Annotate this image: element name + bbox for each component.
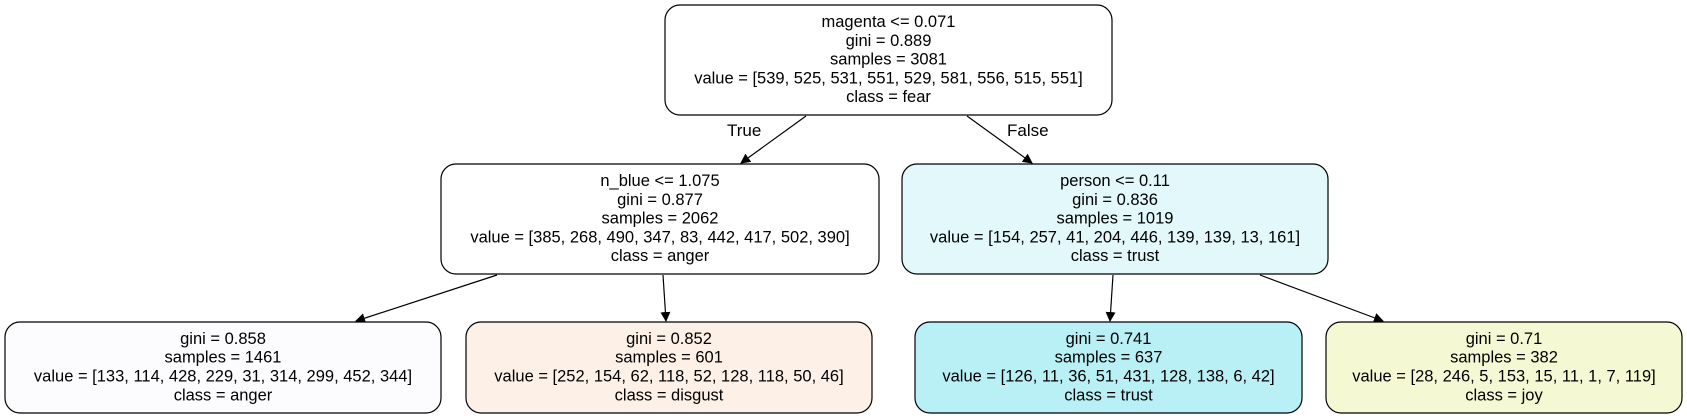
node-line: samples = 382	[1450, 349, 1558, 367]
edges-layer: True False	[355, 115, 1384, 323]
node-line: value = [126, 11, 36, 51, 431, 128, 138,…	[942, 368, 1274, 386]
edge-left-to-leaf-1	[355, 274, 498, 323]
node-box	[1325, 321, 1683, 414]
node-line: samples = 2062	[602, 210, 719, 228]
node-line: gini = 0.71	[1466, 330, 1543, 348]
node-line: samples = 1019	[1057, 210, 1174, 228]
node-box	[914, 321, 1303, 414]
node-line: gini = 0.852	[626, 330, 712, 348]
node-line: class = joy	[1465, 386, 1543, 404]
edge-label-false: False	[1007, 121, 1049, 140]
node-box	[440, 163, 880, 275]
node-box	[901, 163, 1329, 275]
node-line: class = trust	[1071, 247, 1160, 265]
node-line: class = anger	[611, 247, 710, 265]
node-line: gini = 0.889	[846, 32, 932, 50]
node-line: gini = 0.836	[1072, 191, 1158, 209]
node-line: magenta <= 0.071	[822, 13, 956, 31]
node-line: gini = 0.858	[180, 330, 266, 348]
node-line: gini = 0.877	[617, 191, 703, 209]
edge-left-to-leaf-2	[660, 274, 671, 322]
node-line: value = [28, 246, 5, 153, 15, 11, 1, 7, …	[1352, 368, 1656, 386]
node-line: person <= 0.11	[1060, 172, 1170, 190]
node-line: class = trust	[1064, 386, 1153, 404]
node-box	[664, 4, 1113, 116]
edge-right-to-leaf-4	[1259, 274, 1384, 323]
node-line: n_blue <= 1.075	[600, 172, 719, 190]
node-box	[4, 321, 442, 414]
edge-right-to-leaf-3	[1105, 274, 1116, 322]
node-line: samples = 637	[1055, 349, 1163, 367]
node-line: value = [133, 114, 428, 229, 31, 314, 29…	[34, 368, 412, 386]
node-line: value = [154, 257, 41, 204, 446, 139, 13…	[930, 228, 1300, 246]
node-line: value = [539, 525, 531, 551, 529, 581, 5…	[694, 69, 1083, 87]
node-line: value = [252, 154, 62, 118, 52, 128, 118…	[494, 368, 843, 386]
node-line: samples = 601	[615, 349, 723, 367]
edge-root-to-right	[966, 115, 1033, 164]
node-line: value = [385, 268, 490, 347, 83, 442, 41…	[470, 228, 849, 246]
node-line: class = fear	[846, 88, 931, 106]
edge-root-to-left	[740, 115, 807, 164]
node-line: class = disgust	[615, 386, 724, 404]
node-line: class = anger	[174, 386, 273, 404]
node-line: samples = 1461	[165, 349, 282, 367]
node-line: samples = 3081	[830, 51, 947, 69]
edge-label-true: True	[727, 121, 761, 140]
node-box	[465, 321, 873, 414]
node-line: gini = 0.741	[1066, 330, 1152, 348]
